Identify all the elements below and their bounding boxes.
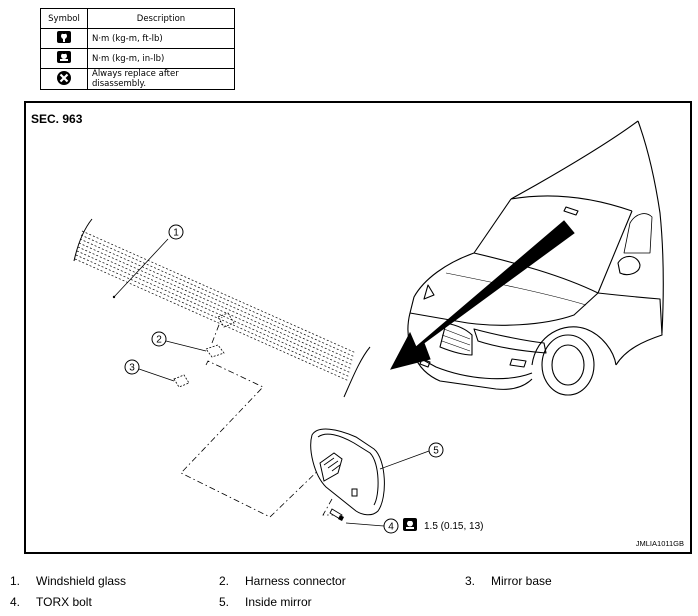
part-item-mirror-base: 3. Mirror base (465, 574, 552, 588)
torque-wrench-ftlb-icon (57, 31, 71, 43)
callout-5-leader (379, 450, 430, 470)
callout-3-number: 3 (129, 363, 135, 374)
windshield-left-edge (73, 218, 93, 262)
callout-1-number: 1 (173, 228, 179, 239)
part-item-torx-bolt: 4. TORX bolt (10, 595, 92, 609)
harness-connector (205, 344, 225, 358)
callout-5-circle (428, 442, 444, 458)
callout-2-number: 2 (156, 335, 162, 346)
callout-3-leader (138, 368, 175, 382)
part-name: Inside mirror (245, 595, 312, 609)
glass-bracket (217, 312, 235, 328)
windshield-dashed-band (74, 230, 357, 382)
legend-row: Always replace after disassembly. (40, 68, 235, 90)
part-number: 4. (10, 595, 21, 609)
callout-1-leader (113, 238, 169, 298)
legend-header-description: Description (87, 8, 235, 29)
callout-3-circle (124, 359, 140, 375)
callout-4-circle (383, 518, 399, 534)
legend-symbol-cell (40, 28, 88, 49)
part-number: 5. (219, 595, 230, 609)
part-item-windshield-glass: 1. Windshield glass (10, 574, 126, 588)
legend-header-symbol: Symbol (40, 8, 88, 29)
callout-2-leader (165, 340, 207, 352)
callout-1-circle (168, 224, 184, 240)
figure-code: JMLIA1011GB (635, 539, 684, 548)
part-item-harness-connector: 2. Harness connector (219, 574, 346, 588)
vehicle-front-illustration (407, 120, 664, 396)
callout-4-leader (345, 522, 385, 527)
callout-5-number: 5 (433, 446, 439, 457)
legend-symbol-cell (40, 68, 88, 90)
part-item-inside-mirror: 5. Inside mirror (219, 595, 312, 609)
torque-spec: 1.5 (0.15, 13) (424, 521, 484, 532)
legend-description: N·m (kg-m, in-lb) (87, 48, 235, 69)
callout-1-dot (112, 295, 116, 299)
part-name: TORX bolt (36, 595, 92, 609)
symbol-legend-table: Symbol Description N·m (kg-m, ft-lb) N·m… (40, 8, 235, 90)
part-number: 2. (219, 574, 230, 588)
mirror-exploded-diagram: 1 2 3 5 (73, 120, 664, 534)
legend-row: N·m (kg-m, in-lb) (40, 48, 235, 69)
assembly-guide-lines (180, 316, 340, 518)
part-name: Windshield glass (36, 574, 127, 588)
section-label: SEC. 963 (31, 112, 83, 126)
location-arrow (390, 220, 575, 370)
legend-description: N·m (kg-m, ft-lb) (87, 28, 235, 49)
mirror-base (173, 374, 190, 388)
callout-2-circle (151, 331, 167, 347)
part-number: 1. (10, 574, 21, 588)
always-replace-icon (57, 70, 71, 85)
exploded-view-figure: SEC. 963 1 2 3 (24, 101, 692, 554)
torque-wrench-inlb-icon (403, 518, 417, 531)
callout-4-number: 4 (388, 522, 394, 533)
windshield-right-edge (343, 346, 371, 398)
legend-row: N·m (kg-m, ft-lb) (40, 28, 235, 49)
torque-wrench-inlb-icon (57, 51, 71, 63)
part-number: 3. (465, 574, 476, 588)
torx-bolt (329, 508, 344, 521)
legend-symbol-cell (40, 48, 88, 69)
legend-description: Always replace after disassembly. (87, 68, 235, 90)
inside-mirror (310, 428, 385, 516)
legend-header-row: Symbol Description (40, 8, 235, 29)
part-name: Harness connector (245, 574, 346, 588)
part-name: Mirror base (491, 574, 552, 588)
